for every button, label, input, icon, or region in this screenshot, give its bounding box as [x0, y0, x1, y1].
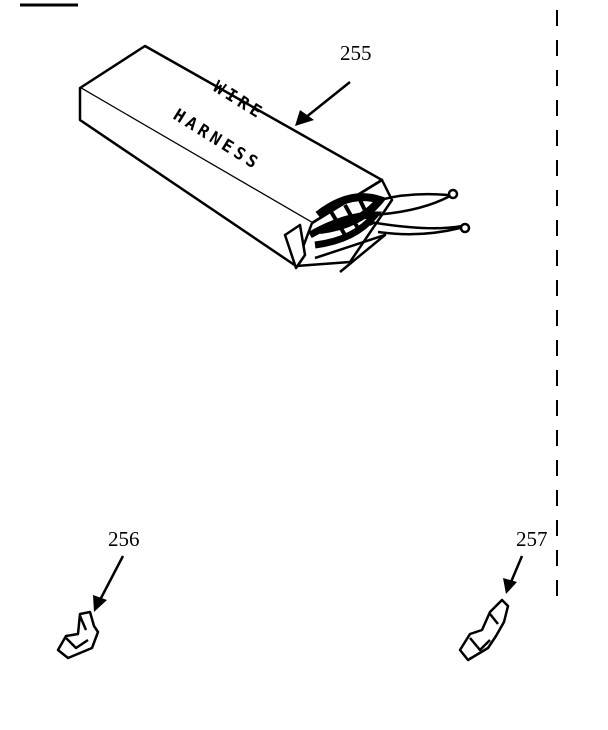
- callout-label-256: 256: [108, 527, 140, 551]
- callout-arrow-255: [295, 81, 351, 126]
- wire-coil: [308, 188, 471, 249]
- callout-label-257: 257: [516, 527, 548, 551]
- callout-arrow-257: [503, 555, 524, 594]
- terminal-257: [458, 598, 510, 662]
- callout-label-255: 255: [340, 41, 372, 65]
- wire-harness-box: [78, 44, 394, 273]
- callout-arrow-256: [93, 555, 125, 612]
- terminal-256: [56, 610, 100, 660]
